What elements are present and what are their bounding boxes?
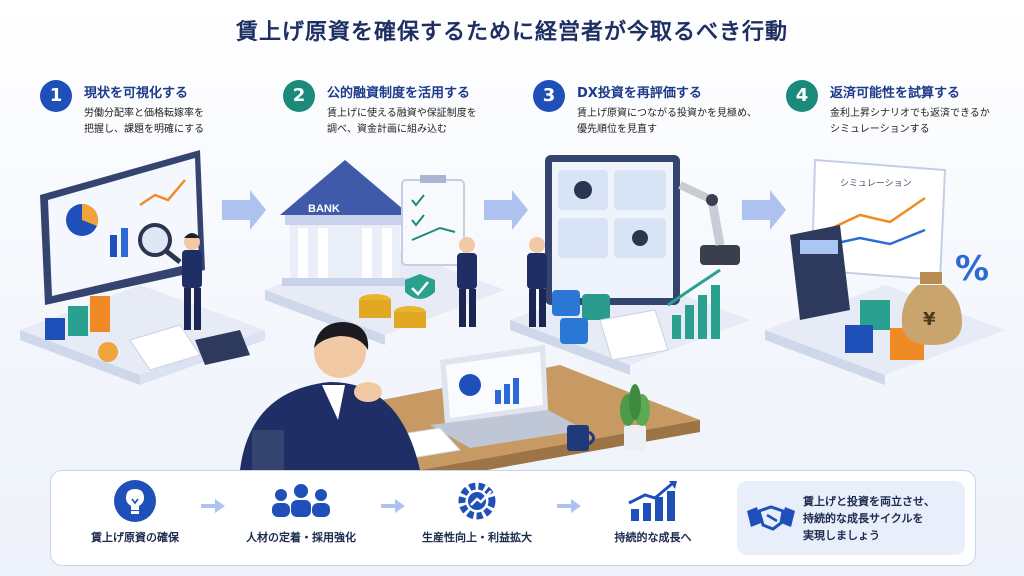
summary-box: 賃上げと投資を両立させ、 持続的な成長サイクルを 実現しましょう xyxy=(737,481,965,555)
tech-tiles xyxy=(552,290,610,344)
arrow-right-icon xyxy=(222,190,266,230)
percent-icon: % xyxy=(955,249,989,289)
coffee-mug-icon xyxy=(567,425,595,451)
businessman-1 xyxy=(182,233,202,330)
flow-arrow-icon xyxy=(557,499,581,513)
step-number-3: 3 xyxy=(533,80,565,112)
step-title-3: DX投資を再評価する xyxy=(577,86,702,101)
businessman-3 xyxy=(527,237,547,327)
bank-sign: BANK xyxy=(308,203,340,215)
summary-text: 賃上げと投資を両立させ、 持続的な成長サイクルを 実現しましょう xyxy=(803,495,935,542)
outcome-flow-panel: 賃上げ原資の確保 人材の定着・採用強化 生産性向上・利益拡大 xyxy=(50,470,976,566)
flow-item-2: 人材の定着・採用強化 xyxy=(231,479,371,545)
calculator-icon xyxy=(195,330,250,365)
dx-monitor xyxy=(545,155,680,305)
step-desc-2: 賃上げに使える融資や保証制度を 調べ、資金計画に組み込む xyxy=(327,108,477,135)
growth-bars-3 xyxy=(667,268,721,339)
flow-arrow-icon xyxy=(381,499,405,513)
bank-building: BANK xyxy=(280,160,410,286)
rising-bar-chart-icon xyxy=(628,481,677,521)
money-bag-icon: ¥ xyxy=(901,272,962,345)
lightbulb-icon xyxy=(114,480,156,522)
businessman-2 xyxy=(457,237,477,327)
flow-label-2: 人材の定着・採用強化 xyxy=(246,531,356,544)
illustration-scene: BANK xyxy=(20,150,1005,470)
plant-icon xyxy=(620,384,650,451)
step-number-4: 4 xyxy=(786,80,818,112)
step-title-1: 現状を可視化する xyxy=(84,86,189,101)
step-desc-1: 労働分配率と価格転嫁率を 把握し、課題を明確にする xyxy=(84,108,205,135)
step-title-2: 公的融資制度を活用する xyxy=(327,86,471,101)
data-cubes-1 xyxy=(45,296,110,340)
simulation-label: シミュレーション xyxy=(840,179,912,189)
flow-label-4: 持続的な成長へ xyxy=(614,531,692,544)
flow-arrow-icon xyxy=(201,499,225,513)
page-title: 賃上げ原資を確保するために経営者が今取るべき行動 xyxy=(235,20,788,45)
people-icon xyxy=(272,484,330,517)
flow-label-3: 生産性向上・利益拡大 xyxy=(422,531,532,544)
flow-item-4: 持続的な成長へ xyxy=(583,479,723,545)
calculator-large-icon xyxy=(790,225,850,320)
thinking-businessman xyxy=(240,322,420,470)
magnifier-icon xyxy=(138,223,182,264)
step-number-2: 2 xyxy=(283,80,315,112)
step-title-4: 返済可能性を試算する xyxy=(830,86,961,101)
flow-label-1: 賃上げ原資の確保 xyxy=(91,531,179,544)
arrow-right-icon xyxy=(742,190,786,230)
analysis-monitor xyxy=(40,150,205,305)
robot-arm-icon xyxy=(678,181,740,265)
step-desc-3: 賃上げ原資につながる投資かを見極め、 優先順位を見直す xyxy=(577,108,757,135)
laptop xyxy=(430,345,585,448)
checklist-3 xyxy=(599,309,669,361)
flow-item-3: 生産性向上・利益拡大 xyxy=(407,479,547,545)
shield-check-icon xyxy=(405,274,435,299)
step-number-1: 1 xyxy=(40,80,72,112)
report-documents xyxy=(98,324,201,371)
arrow-right-icon xyxy=(484,190,528,230)
coins-stack xyxy=(359,294,426,328)
gear-growth-icon xyxy=(458,482,496,520)
step-desc-4: 金利上昇シナリオでも返済できるか シミュレーションする xyxy=(830,108,990,135)
flow-item-1: 賃上げ原資の確保 xyxy=(65,479,205,545)
handshake-icon xyxy=(747,505,795,531)
yen-symbol: ¥ xyxy=(923,309,936,330)
checklist-clipboard xyxy=(401,175,465,266)
